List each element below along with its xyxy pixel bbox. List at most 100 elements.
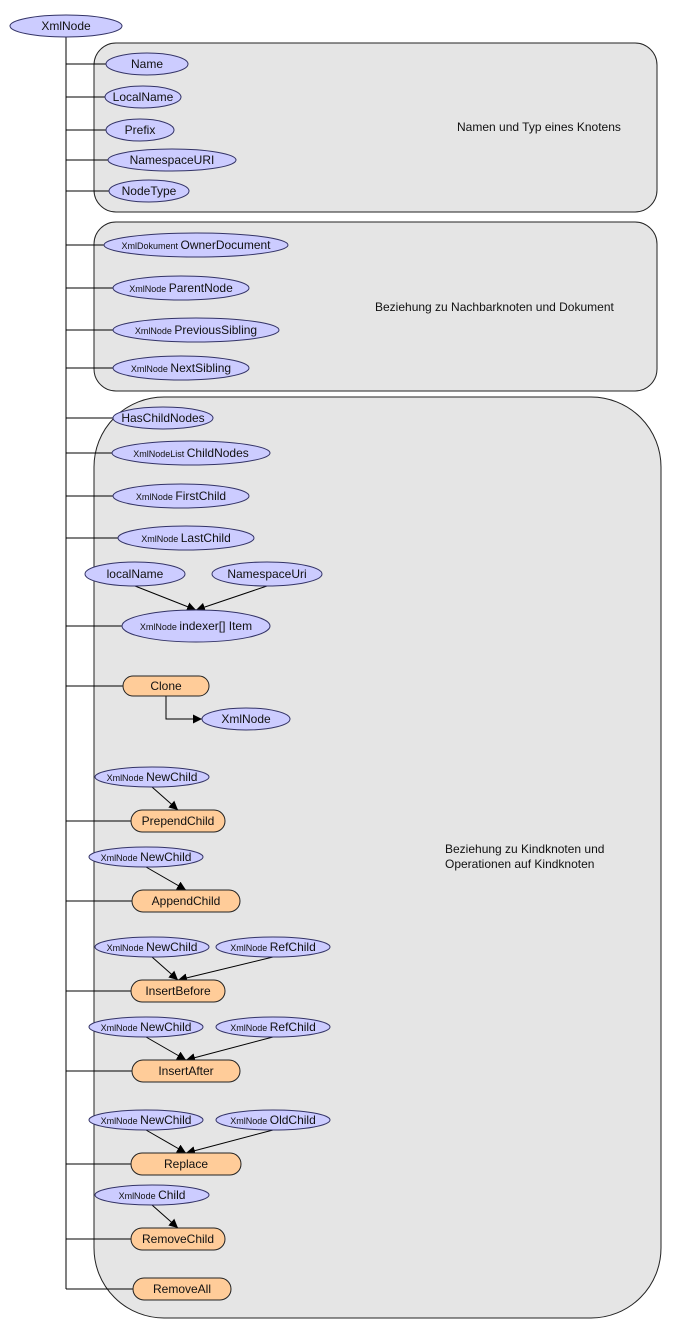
childnodes-property: XmlNodeList ChildNodes — [111, 440, 271, 466]
type-label: XmlNode — [129, 284, 169, 294]
group-relations-box — [93, 221, 658, 392]
label-firstchild: XmlNode FirstChild — [136, 489, 226, 503]
lastchild-property: XmlNode LastChild — [117, 525, 255, 551]
arrow-localname-to-indexer — [134, 585, 197, 611]
type-label: XmlNode — [101, 853, 141, 863]
remove-child-property: XmlNode Child — [94, 1184, 210, 1206]
arrow-refchild-to-insertbefore — [177, 956, 274, 983]
label-haschildnodes: HasChildNodes — [121, 411, 204, 425]
label-namespaceuri: NamespaceURI — [130, 153, 215, 167]
member-label: NewChild — [140, 1113, 191, 1127]
label-clone-result: XmlNode — [221, 712, 271, 726]
parentnode-property: XmlNode ParentNode — [112, 275, 250, 301]
arrow-child-to-removechild — [151, 1204, 179, 1229]
arrow-newchild-to-appendchild — [145, 866, 187, 891]
member-label: NewChild — [146, 770, 197, 784]
label-prepend-newchild: XmlNode NewChild — [107, 770, 198, 784]
name-property: Name — [105, 52, 189, 76]
prefix-property: Prefix — [105, 118, 175, 142]
member-label: OldChild — [270, 1113, 316, 1127]
localname-param-property: localName — [84, 561, 186, 587]
label-replace: Replace — [164, 1157, 208, 1171]
label-nodetype: NodeType — [122, 184, 177, 198]
member-label: LastChild — [181, 531, 231, 545]
label-insertbefore-newchild: XmlNode NewChild — [107, 940, 198, 954]
label-insertbefore: InsertBefore — [145, 984, 211, 998]
label-childnodes: XmlNodeList ChildNodes — [133, 446, 249, 460]
indexer-property: XmlNode indexer[] Item — [121, 609, 271, 643]
member-label: OwnerDocument — [180, 238, 271, 252]
removechild-method: RemoveChild — [130, 1227, 226, 1251]
replace-newchild-property: XmlNode NewChild — [88, 1109, 204, 1131]
appendchild-method: AppendChild — [131, 889, 241, 913]
label-removechild: RemoveChild — [142, 1232, 214, 1246]
prepend-newchild-property: XmlNode NewChild — [94, 766, 210, 788]
removeall-method: RemoveAll — [132, 1277, 232, 1301]
prependchild-method: PrependChild — [130, 809, 226, 833]
type-label: XmlNode — [230, 1116, 270, 1126]
label-replace-newchild: XmlNode NewChild — [101, 1113, 192, 1127]
label-previoussibling: XmlNode PreviousSibling — [135, 323, 257, 337]
type-label: XmlNode — [230, 943, 270, 953]
member-label: FirstChild — [175, 489, 226, 503]
label-name: Name — [131, 57, 163, 71]
type-label: XmlNode — [141, 534, 181, 544]
type-label: XmlNodeList — [133, 449, 187, 459]
type-label: XmlNode — [140, 622, 180, 632]
member-label: RefChild — [270, 940, 316, 954]
member-label: NewChild — [140, 850, 191, 864]
replace-oldchild-property: XmlNode OldChild — [215, 1109, 331, 1131]
label-clone: Clone — [150, 679, 182, 693]
label-root: XmlNode — [41, 19, 91, 33]
root-node: XmlNode — [9, 14, 123, 38]
arrow-refchild-to-insertafter — [185, 1036, 274, 1063]
firstchild-property: XmlNode FirstChild — [112, 483, 250, 509]
group-names-box — [93, 42, 658, 213]
label-insertafter-refchild: XmlNode RefChild — [230, 1020, 316, 1034]
label-parentnode: XmlNode ParentNode — [129, 281, 233, 295]
localname-property: LocalName — [104, 85, 182, 109]
nextsibling-property: XmlNode NextSibling — [112, 355, 250, 381]
member-label: ChildNodes — [187, 446, 249, 460]
arrow-newchild-to-prependchild — [151, 786, 179, 811]
clone-method: Clone — [122, 675, 210, 697]
group-children-label-line1: Beziehung zu Kindknoten und — [445, 842, 604, 856]
group-children-label-line2: Operationen auf Kindknoten — [445, 857, 594, 871]
member-label: NextSibling — [170, 361, 231, 375]
insertafter-method: InsertAfter — [131, 1059, 241, 1083]
append-newchild-property: XmlNode NewChild — [88, 846, 204, 868]
insertbefore-method: InsertBefore — [130, 979, 226, 1003]
type-label: XmlNode — [101, 1116, 141, 1126]
type-label: XmlNode — [107, 773, 147, 783]
nodes-layer: XmlNodeNameLocalNamePrefixNamespaceURINo… — [9, 14, 331, 1301]
label-prependchild: PrependChild — [142, 814, 215, 828]
group-names-label: Namen und Typ eines Knotens — [457, 120, 621, 134]
member-label: RefChild — [270, 1020, 316, 1034]
group-relations-label: Beziehung zu Nachbarknoten und Dokument — [375, 300, 614, 314]
insertafter-newchild-property: XmlNode NewChild — [88, 1016, 204, 1038]
arrow-newchild-to-insertafter — [145, 1036, 187, 1061]
ownerdocument-property: XmlDokument OwnerDocument — [103, 232, 289, 258]
type-label: XmlNode — [107, 943, 147, 953]
member-label: NewChild — [140, 1020, 191, 1034]
label-indexer: XmlNode indexer[] Item — [140, 619, 252, 633]
member-label: ParentNode — [169, 281, 233, 295]
namespaceuri-param-property: NamespaceUri — [211, 561, 323, 587]
type-label: XmlNode — [135, 326, 175, 336]
type-label: XmlNode — [136, 492, 176, 502]
label-replace-oldchild: XmlNode OldChild — [230, 1113, 316, 1127]
label-localname: LocalName — [113, 90, 174, 104]
label-insertbefore-refchild: XmlNode RefChild — [230, 940, 316, 954]
nodetype-property: NodeType — [108, 179, 190, 203]
type-label: XmlDokument — [121, 241, 180, 251]
label-nextsibling: XmlNode NextSibling — [131, 361, 231, 375]
insertafter-refchild-property: XmlNode RefChild — [215, 1016, 331, 1038]
label-lastchild: XmlNode LastChild — [141, 531, 231, 545]
previoussibling-property: XmlNode PreviousSibling — [112, 317, 280, 343]
replace-method: Replace — [130, 1152, 242, 1176]
insertbefore-newchild-property: XmlNode NewChild — [94, 936, 210, 958]
member-label: indexer[] Item — [179, 619, 252, 633]
clone-result-property: XmlNode — [201, 707, 291, 731]
arrow-namespaceuri-to-indexer — [195, 585, 268, 612]
